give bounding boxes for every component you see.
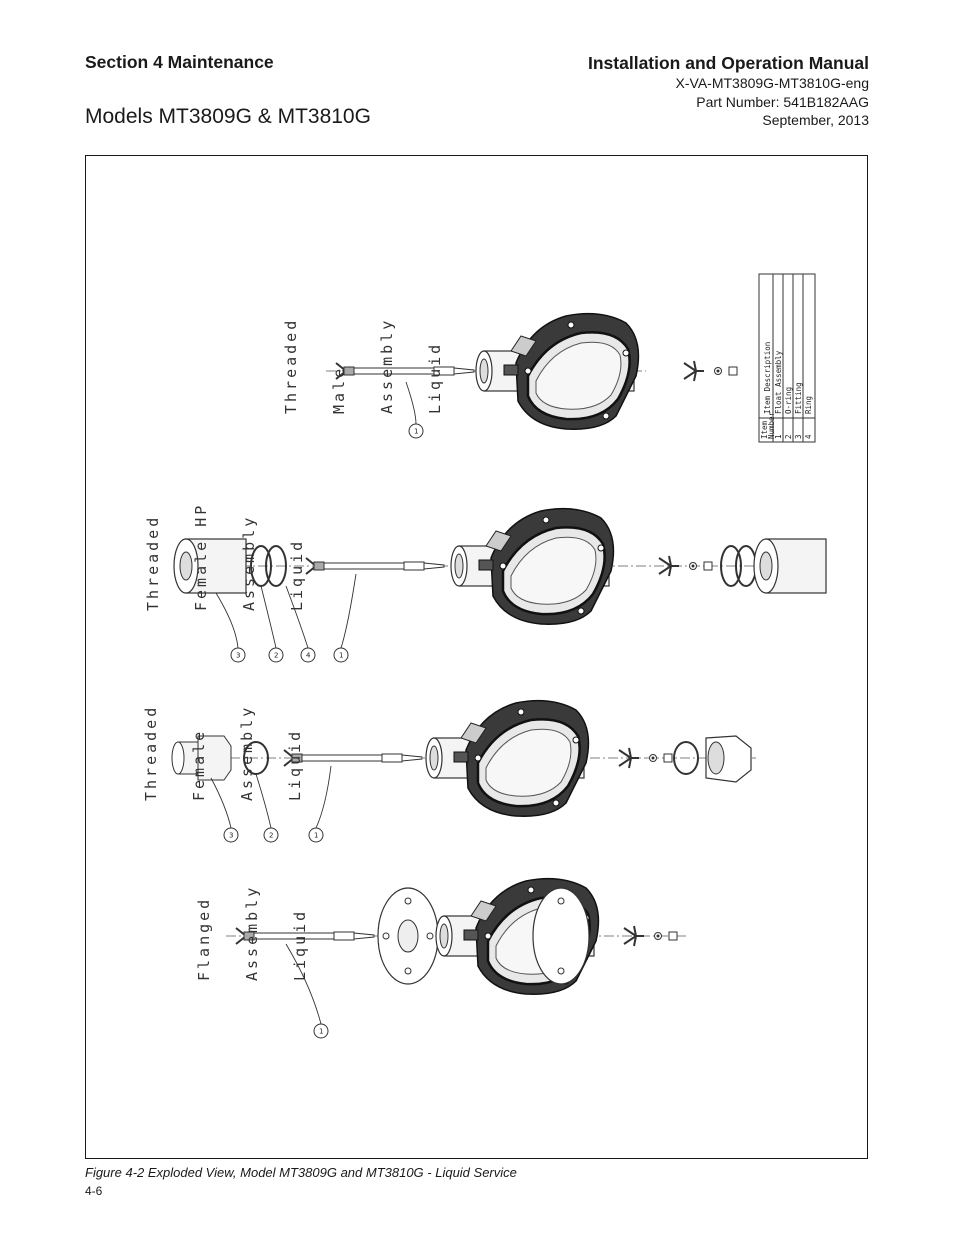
label-line: Threaded <box>144 514 162 611</box>
doc-id: X-VA-MT3809G-MT3810G-eng <box>675 75 869 91</box>
table-cell-description: Fitting <box>794 382 803 414</box>
balloon-3: 3 <box>236 652 240 660</box>
label-line: Assembly <box>378 317 396 414</box>
table-cell-number: 1 <box>774 434 783 439</box>
section-title: Section 4 Maintenance <box>85 52 274 72</box>
balloon-1: 1 <box>314 832 318 840</box>
balloon-3: 3 <box>229 832 233 840</box>
table-cell-number: 4 <box>804 434 813 439</box>
label-line: Female <box>190 728 208 801</box>
label-line: Liquid <box>288 538 306 611</box>
balloon-2: 2 <box>274 652 278 660</box>
balloon-1: 1 <box>339 652 343 660</box>
threaded-fitting-left <box>171 735 232 781</box>
flange-right <box>532 887 590 985</box>
balloon-1: 1 <box>414 428 418 436</box>
parts-table-grid <box>758 273 816 443</box>
label-line: Liquid <box>286 728 304 801</box>
label-line: Female HP <box>192 502 210 611</box>
callout-balloons: 1 3 2 4 1 3 2 1 1 <box>223 423 424 1039</box>
assembly-label-flanged: Flanged Assembly Liquid <box>164 885 340 981</box>
threaded-fitting-right <box>705 735 752 783</box>
page-number: 4-6 <box>85 1184 103 1198</box>
balloon-1: 1 <box>319 1028 323 1036</box>
table-cell-number: 2 <box>784 434 793 439</box>
label-line: Threaded <box>282 317 300 414</box>
label-line: Assembly <box>238 704 256 801</box>
label-line: Threaded <box>142 704 160 801</box>
table-header-item-description: Item Description <box>763 341 772 414</box>
doc-date: September, 2013 <box>762 112 869 128</box>
assembly-label-threaded-female: Threaded Female Assembly Liquid <box>111 705 335 801</box>
label-line: Flanged <box>195 896 213 981</box>
table-cell-number: 3 <box>794 434 803 439</box>
table-cell-description: Float Assembly <box>774 350 783 414</box>
models-title: Models MT3809G & MT3810G <box>85 105 371 128</box>
label-line: Assembly <box>240 514 258 611</box>
header-right: Installation and Operation Manual X-VA-M… <box>588 52 869 130</box>
label-line: Assembly <box>243 884 261 981</box>
fitting-left <box>173 538 247 594</box>
balloon-4: 4 <box>306 652 311 660</box>
part-number: Part Number: 541B182AAG <box>696 93 869 110</box>
assembly-label-threaded-female-hp: Threaded Female HP Assembly Liquid <box>113 503 337 611</box>
assembly-label-threaded-male: Threaded Male Assembly Liquid <box>251 318 475 414</box>
table-cell-description: Ring <box>804 395 813 414</box>
label-line: Liquid <box>291 908 309 981</box>
label-line: Liquid <box>426 341 444 414</box>
table-header-item-number: Item Number <box>760 411 776 439</box>
exploded-view-drawing: 1 3 2 4 1 3 2 1 1 <box>171 273 827 1039</box>
fitting-right <box>753 538 827 594</box>
table-cell-description: O-ring <box>784 386 793 414</box>
flange-left <box>377 887 439 985</box>
manual-title: Installation and Operation Manual <box>588 53 869 73</box>
balloon-2: 2 <box>269 832 273 840</box>
figure-frame: 1 3 2 4 1 3 2 1 1 Threaded Male Assembly… <box>85 155 868 1159</box>
label-line: Male <box>330 365 348 414</box>
figure-caption: Figure 4-2 Exploded View, Model MT3809G … <box>85 1165 517 1180</box>
